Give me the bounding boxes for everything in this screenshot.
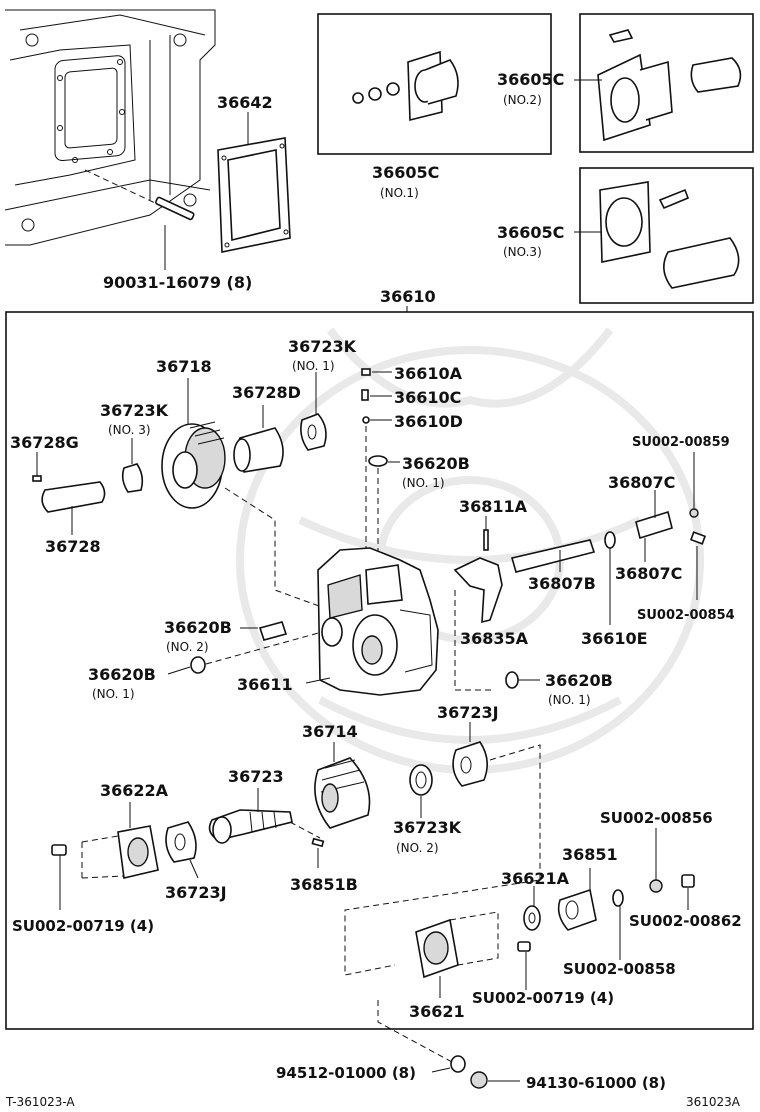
label-36610d: 36610D	[394, 412, 463, 431]
dashed-guide-right	[344, 744, 541, 976]
label-36621: 36621	[409, 1002, 465, 1021]
label-36807c-bottom: 36807C	[615, 564, 682, 583]
label-su002-00859: SU002-00859	[632, 435, 730, 450]
label-36723k-no2: 36723K	[393, 818, 462, 837]
label-36605c-no3-sub: (NO.3)	[503, 245, 542, 259]
cover-36621	[415, 911, 499, 998]
cover-36851	[557, 868, 597, 931]
nut-su002-00856	[649, 828, 663, 893]
label-36605c-no1: 36605C	[372, 163, 439, 182]
label-36622a: 36622A	[100, 781, 169, 800]
label-su002-00719-left: SU002-00719 (4)	[12, 917, 154, 935]
washer-36723k-no2	[409, 764, 433, 818]
transmission-case-drawing	[4, 9, 216, 246]
footer-right-code: 361023A	[686, 1095, 741, 1109]
dashed-guide-bottom	[377, 1000, 453, 1063]
label-36620b-right-sub: (NO. 1)	[548, 693, 591, 707]
label-36620b-no2-sub: (NO. 2)	[166, 640, 209, 654]
label-36620b-left: 36620B	[88, 665, 156, 684]
label-36835a: 36835A	[460, 629, 529, 648]
label-36851: 36851	[562, 845, 618, 864]
part-box-36605c-no1	[317, 13, 552, 155]
washer-36621a	[523, 886, 541, 931]
bolt-su002-00719-right	[517, 941, 531, 990]
label-su002-00854: SU002-00854	[637, 608, 735, 623]
label-su002-00856: SU002-00856	[600, 809, 713, 827]
label-36728: 36728	[45, 537, 101, 556]
washer-36723j-top	[452, 722, 488, 787]
stud-90031	[84, 169, 195, 270]
fork-36835a	[453, 516, 503, 691]
label-36620b-top: 36620B	[402, 454, 470, 473]
gear-36718	[161, 378, 226, 509]
label-90031-16079: 90031-16079 (8)	[103, 273, 252, 292]
footer-left-code: T-361023-A	[5, 1095, 75, 1109]
nut-94130	[470, 1071, 520, 1089]
label-36723: 36723	[228, 767, 284, 786]
label-36610e: 36610E	[581, 629, 648, 648]
label-36605c-no1-sub: (NO.1)	[380, 186, 419, 200]
label-36610c: 36610C	[394, 388, 461, 407]
label-36723k-no2-sub: (NO. 2)	[396, 841, 439, 855]
label-36723k-no1: 36723K	[288, 337, 357, 356]
label-36723j-top: 36723J	[437, 703, 499, 722]
housing-36611	[305, 547, 439, 696]
gasket-36642	[217, 112, 291, 253]
label-36723k-no1-sub: (NO. 1)	[292, 359, 335, 373]
bearing-36728d	[233, 405, 284, 473]
label-36807c-top: 36807C	[608, 473, 675, 492]
label-36723j-bottom: 36723J	[165, 883, 227, 902]
label-su002-00719-right: SU002-00719 (4)	[472, 989, 614, 1007]
label-36610: 36610	[380, 287, 436, 306]
label-94130-61000: 94130-61000 (8)	[526, 1074, 666, 1092]
label-su002-00858: SU002-00858	[563, 960, 676, 978]
label-36610a: 36610A	[394, 364, 463, 383]
washer-su002-00858	[612, 889, 624, 960]
part-box-36605c-no2	[574, 13, 754, 153]
shaft-36728	[32, 452, 331, 611]
part-box-36605c-no3	[574, 167, 754, 304]
shaft-36807b	[510, 531, 616, 625]
plugs-36620b	[167, 621, 540, 689]
label-36851b: 36851B	[290, 875, 358, 894]
bracket-36807c	[635, 452, 707, 600]
label-36718: 36718	[156, 357, 212, 376]
part-labels: 36642 90031-16079 (8) 36605C (NO.1) 3660…	[5, 70, 742, 1109]
label-36621a: 36621A	[501, 869, 570, 888]
label-36605c-no2-sub: (NO.2)	[503, 93, 542, 107]
label-36723k-no3: 36723K	[100, 401, 169, 420]
label-36642: 36642	[217, 93, 273, 112]
label-36620b-left-sub: (NO. 1)	[92, 687, 135, 701]
label-36728d: 36728D	[232, 383, 301, 402]
label-36723k-no3-sub: (NO. 3)	[108, 423, 151, 437]
label-36605c-no3: 36605C	[497, 223, 564, 242]
shaft-36723	[208, 788, 321, 844]
label-36728g: 36728G	[10, 433, 79, 452]
washer-36723k-no3	[121, 438, 144, 493]
nut-94512	[431, 1055, 466, 1073]
label-su002-00862: SU002-00862	[629, 912, 742, 930]
label-36605c-no2: 36605C	[497, 70, 564, 89]
cover-36622a	[81, 802, 159, 879]
label-36714: 36714	[302, 722, 358, 741]
label-36620b-right: 36620B	[545, 671, 613, 690]
assembly-frame-36610	[5, 311, 754, 1030]
label-36807b: 36807B	[528, 574, 596, 593]
label-94512-01000: 94512-01000 (8)	[276, 1064, 416, 1082]
washer-36723j-bottom	[165, 821, 199, 879]
washer-36723k-no1	[300, 372, 327, 451]
nut-su002-00862	[681, 874, 695, 910]
bolt-su002-00719-left	[51, 844, 67, 910]
label-36620b-top-sub: (NO. 1)	[402, 476, 445, 490]
label-36611: 36611	[237, 675, 293, 694]
key-36851b	[311, 837, 325, 868]
gear-36714	[314, 742, 371, 829]
small-parts-36610acd	[361, 368, 400, 560]
label-36620b-no2: 36620B	[164, 618, 232, 637]
label-36811a: 36811A	[459, 497, 528, 516]
